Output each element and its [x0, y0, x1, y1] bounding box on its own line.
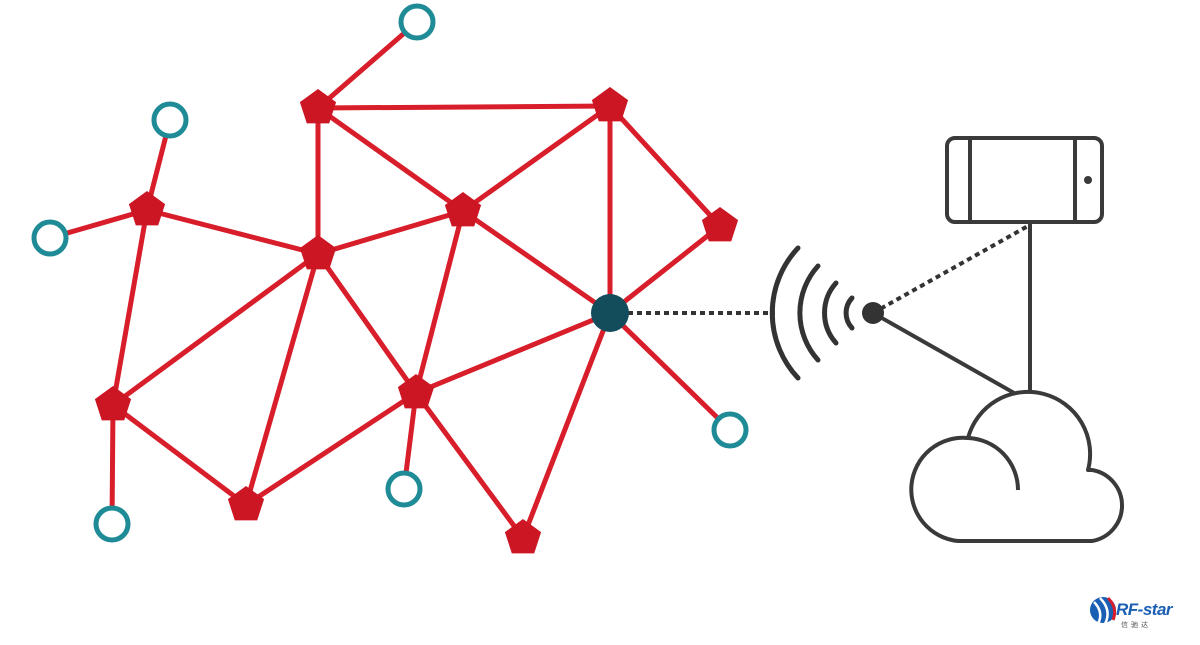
gateway-node-icon — [591, 294, 629, 332]
rf-star-globe-icon — [1090, 596, 1117, 625]
mesh-link — [315, 103, 613, 111]
mesh-link — [413, 390, 526, 541]
mesh-link — [315, 105, 466, 214]
logo-subtext: 信驰达 — [1121, 621, 1151, 629]
circle-node-icon — [93, 505, 131, 543]
phone-wireless-link — [872, 224, 1029, 315]
pentagon-node-icon — [504, 519, 542, 554]
mesh-link — [607, 223, 723, 316]
mesh-link — [460, 103, 613, 214]
circle-node-icon — [151, 101, 189, 139]
circle-node-icon — [398, 3, 436, 41]
pentagon-node-icon — [299, 89, 337, 124]
smartphone-icon — [945, 136, 1104, 224]
gateway-links — [610, 222, 1032, 404]
circle-node-icon — [711, 411, 749, 449]
pentagon-node-icon — [94, 386, 132, 421]
signal-wave-2 — [797, 263, 821, 363]
pentagon-node-icon — [227, 486, 265, 521]
signal-wave-4 — [843, 295, 855, 331]
signal-wave-3 — [822, 280, 839, 346]
mesh-link — [520, 310, 613, 541]
circle-node-icon — [385, 470, 423, 508]
mesh-link — [413, 310, 613, 396]
mesh-link — [413, 208, 466, 396]
rf-star-logo: RF-star 信驰达 — [1088, 592, 1188, 636]
mesh-link — [607, 310, 733, 433]
circle-node-icon — [31, 219, 69, 257]
logo-text: RF-star — [1116, 600, 1173, 619]
pentagon-node-icon — [591, 87, 629, 122]
mesh-link — [144, 207, 321, 257]
mesh-nodes — [31, 3, 749, 554]
pentagon-node-icon — [701, 207, 739, 242]
mesh-link — [110, 402, 249, 508]
signal-wave-1 — [769, 245, 801, 381]
pentagon-node-icon — [444, 192, 482, 227]
mesh-link — [243, 251, 321, 508]
pentagon-node-icon — [397, 374, 435, 409]
mesh-link — [109, 402, 116, 527]
cloud-icon — [909, 389, 1124, 543]
pentagon-node-icon — [299, 235, 337, 270]
mesh-link — [243, 390, 419, 508]
wireless-signal-icon — [769, 245, 855, 381]
cloud-link — [872, 311, 1031, 404]
mesh-link — [460, 208, 613, 316]
pentagon-node-icon — [128, 191, 166, 226]
mesh-link — [607, 103, 723, 229]
mesh-links — [47, 19, 733, 541]
mesh-link — [110, 207, 150, 408]
mesh-link — [315, 19, 420, 111]
mesh-link — [315, 208, 466, 257]
mesh-link — [110, 251, 321, 408]
mesh-link — [315, 251, 419, 396]
access-point-dot — [862, 302, 884, 324]
